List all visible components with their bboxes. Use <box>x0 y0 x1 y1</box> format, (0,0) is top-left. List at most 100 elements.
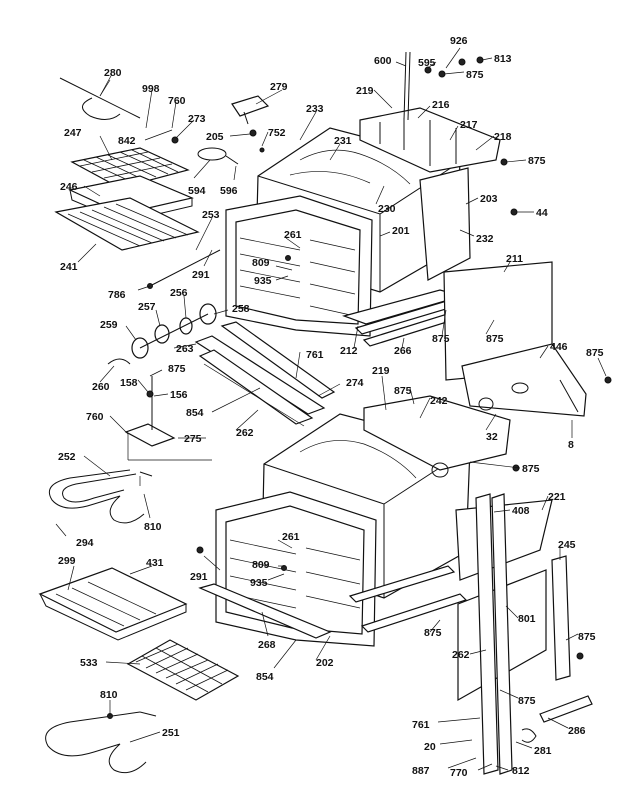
label-810: 810 <box>144 521 162 533</box>
label-770: 770 <box>450 767 468 779</box>
heater-286 <box>521 695 593 743</box>
bake-element-252 <box>48 469 153 524</box>
label-786: 786 <box>108 289 126 301</box>
vertical-rail-408 <box>475 493 513 775</box>
broil-element-280 <box>59 77 141 120</box>
label-259: 259 <box>100 319 118 331</box>
label-842: 842 <box>118 135 136 147</box>
label-232: 232 <box>476 233 494 245</box>
label-268: 268 <box>258 639 276 651</box>
label-273: 273 <box>188 113 206 125</box>
label-32: 32 <box>486 431 498 443</box>
label-286: 286 <box>568 725 586 737</box>
label-875-lower-right: 875 <box>522 463 540 475</box>
label-875-upper-right: 875 <box>528 155 546 167</box>
label-44: 44 <box>536 207 548 219</box>
lower-bottom-trim-268 <box>198 565 468 639</box>
clip-260 <box>107 358 131 365</box>
label-752: 752 <box>268 127 286 139</box>
label-291: 291 <box>192 269 210 281</box>
label-935: 935 <box>254 275 272 287</box>
upper-oven-frame-front <box>225 195 373 337</box>
label-760: 760 <box>168 95 186 107</box>
label-231: 231 <box>334 135 352 147</box>
label-875-far-right: 875 <box>586 347 604 359</box>
label-262-lower: 262 <box>452 649 470 661</box>
label-761: 761 <box>306 349 324 361</box>
bracket-275 <box>124 376 176 447</box>
label-299: 299 <box>58 555 76 567</box>
knob-parts-256-257-258-259 <box>131 303 217 359</box>
label-263: 263 <box>176 343 194 355</box>
label-211: 211 <box>506 253 523 265</box>
label-261: 261 <box>284 229 302 241</box>
label-280: 280 <box>104 67 122 79</box>
label-408: 408 <box>512 505 530 517</box>
broiler-pan-grid-247 <box>70 147 190 189</box>
label-158: 158 <box>120 377 138 389</box>
part-594-wire-loop <box>197 147 239 165</box>
label-875-top: 875 <box>466 69 484 81</box>
label-810-lower: 810 <box>100 689 118 701</box>
label-595: 595 <box>418 57 436 69</box>
label-219: 219 <box>356 85 374 97</box>
oven-rack-241 <box>54 197 200 251</box>
label-201: 201 <box>392 225 410 237</box>
label-241: 241 <box>60 261 78 273</box>
leader-lines <box>55 47 607 771</box>
label-594: 594 <box>188 185 206 197</box>
label-875-panel: 875 <box>486 333 504 345</box>
label-887: 887 <box>412 765 430 777</box>
label-275: 275 <box>184 433 202 445</box>
label-875-mid: 875 <box>432 333 450 345</box>
upper-top-trim-216-217-218 <box>359 107 501 173</box>
label-431: 431 <box>146 557 164 569</box>
label-998: 998 <box>142 83 160 95</box>
label-202: 202 <box>316 657 334 669</box>
label-875-lower-mid: 875 <box>394 385 412 397</box>
label-294: 294 <box>76 537 94 549</box>
label-926: 926 <box>450 35 468 47</box>
label-281: 281 <box>534 745 552 757</box>
label-242: 242 <box>430 395 448 407</box>
vent-trim-262-274 <box>194 321 336 427</box>
label-230: 230 <box>378 203 396 215</box>
upper-bottom-trim-212-266 <box>342 289 468 347</box>
label-291-lower: 291 <box>190 571 208 583</box>
label-266: 266 <box>394 345 412 357</box>
part-labels: 280 998 760 273 279 842 205 752 233 247 … <box>58 35 604 779</box>
label-257: 257 <box>138 301 156 313</box>
label-253: 253 <box>202 209 220 221</box>
misc-small-parts <box>147 129 265 289</box>
label-233: 233 <box>306 103 324 115</box>
label-600: 600 <box>374 55 392 67</box>
label-216: 216 <box>432 99 450 111</box>
label-258: 258 <box>232 303 250 315</box>
label-854: 854 <box>186 407 204 419</box>
label-761-lower: 761 <box>412 719 430 731</box>
label-854-lower: 854 <box>256 671 274 683</box>
label-935-lower: 935 <box>250 577 268 589</box>
label-260: 260 <box>92 381 110 393</box>
label-247: 247 <box>64 127 82 139</box>
label-205: 205 <box>206 131 224 143</box>
label-221: 221 <box>548 491 566 503</box>
misc-lower-hardware <box>196 255 612 660</box>
label-217: 217 <box>460 119 478 131</box>
part-279-clip <box>231 95 270 125</box>
label-261-lower: 261 <box>282 531 300 543</box>
label-813: 813 <box>494 53 512 65</box>
oven-rack-533 <box>126 639 240 701</box>
label-20: 20 <box>424 741 436 753</box>
label-252: 252 <box>58 451 76 463</box>
label-246: 246 <box>60 181 78 193</box>
broil-pan-299 <box>38 567 188 641</box>
label-251: 251 <box>162 727 180 739</box>
label-156: 156 <box>170 389 188 401</box>
lower-top-trim-242 <box>363 395 511 478</box>
label-809: 809 <box>252 257 270 269</box>
rear-panel-446 <box>461 343 587 417</box>
label-809-lower: 809 <box>252 559 270 571</box>
label-203: 203 <box>480 193 498 205</box>
